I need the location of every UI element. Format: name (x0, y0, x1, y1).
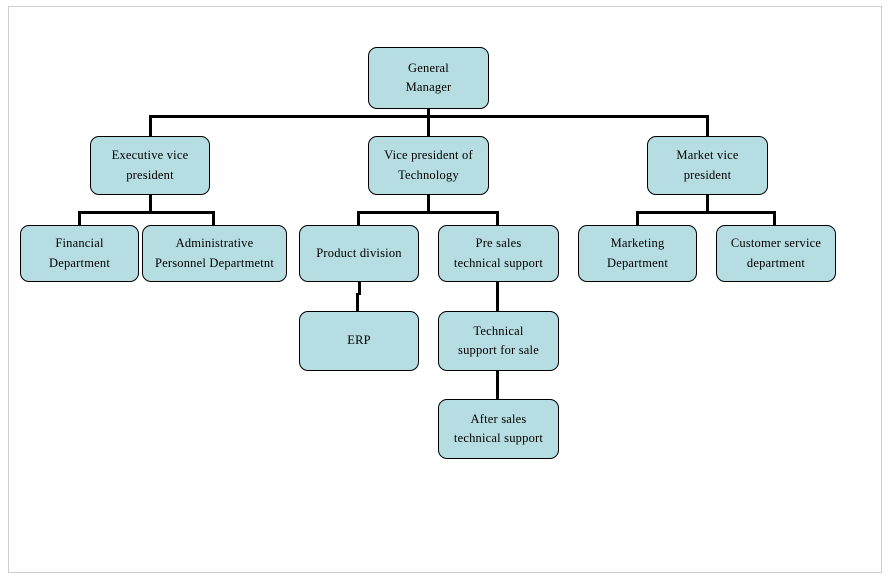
node-executive-vice-president-label: Executive vice president (111, 148, 189, 182)
connector-product-division-to-erp-upper (358, 281, 361, 295)
connector-to-vice-president-technology (427, 115, 430, 137)
node-erp-label: ERP (347, 333, 371, 348)
node-technical-support-for-sale-label: Technical support for sale (458, 323, 539, 357)
connector-executive-branch-bus (78, 211, 215, 214)
node-after-sales-technical-support-label: After sales technical support (453, 411, 544, 445)
connector-technology-branch-bus (357, 211, 498, 214)
connector-product-division-to-erp-lower (356, 293, 359, 311)
node-pre-sales-technical-support[interactable]: Pre sales technical support (438, 225, 559, 282)
node-financial-department[interactable]: Financial Department (20, 225, 139, 282)
node-technical-support-for-sale[interactable]: Technical support for sale (438, 311, 559, 371)
node-executive-vice-president[interactable]: Executive vice president (90, 136, 210, 195)
connector-to-executive-vice-president (149, 115, 152, 137)
connector-to-administrative-personnel-department (212, 211, 215, 226)
node-marketing-department-label: Marketing Department (606, 236, 668, 270)
connector-to-marketing-department (636, 211, 639, 226)
connector-to-market-vice-president (706, 115, 709, 137)
node-after-sales-technical-support[interactable]: After sales technical support (438, 399, 559, 459)
node-vice-president-technology-label: Vice president of Technology (384, 148, 473, 182)
connector-executive-vice-president-stem (149, 194, 152, 212)
connector-to-pre-sales-technical-support (496, 211, 499, 226)
connector-to-customer-service-department (773, 211, 776, 226)
connector-market-branch-bus (636, 211, 776, 214)
node-financial-department-label: Financial Department (48, 236, 110, 270)
node-customer-service-department-label: Customer service department (730, 236, 822, 270)
node-market-vice-president-label: Market vice president (676, 148, 739, 182)
node-product-division-label: Product division (316, 245, 402, 260)
connector-vice-president-technology-stem (427, 194, 430, 212)
node-erp[interactable]: ERP (299, 311, 419, 371)
node-market-vice-president[interactable]: Market vice president (647, 136, 768, 195)
node-customer-service-department[interactable]: Customer service department (716, 225, 836, 282)
node-general-manager-label: General Manager (405, 60, 452, 94)
connector-market-vice-president-stem (706, 194, 709, 212)
connector-to-product-division (357, 211, 360, 226)
node-pre-sales-technical-support-label: Pre sales technical support (453, 236, 544, 270)
node-marketing-department[interactable]: Marketing Department (578, 225, 697, 282)
connector-general-manager-stem (427, 108, 430, 118)
node-vice-president-technology[interactable]: Vice president of Technology (368, 136, 489, 195)
connector-pre-sales-to-technical-support (496, 281, 499, 311)
connector-technical-support-to-after-sales (496, 371, 499, 399)
node-administrative-personnel-department[interactable]: Administrative Personnel Departmetnt (142, 225, 287, 282)
node-product-division[interactable]: Product division (299, 225, 419, 282)
node-general-manager[interactable]: General Manager (368, 47, 489, 109)
connector-to-financial-department (78, 211, 81, 226)
node-administrative-personnel-department-label: Administrative Personnel Departmetnt (154, 236, 275, 270)
